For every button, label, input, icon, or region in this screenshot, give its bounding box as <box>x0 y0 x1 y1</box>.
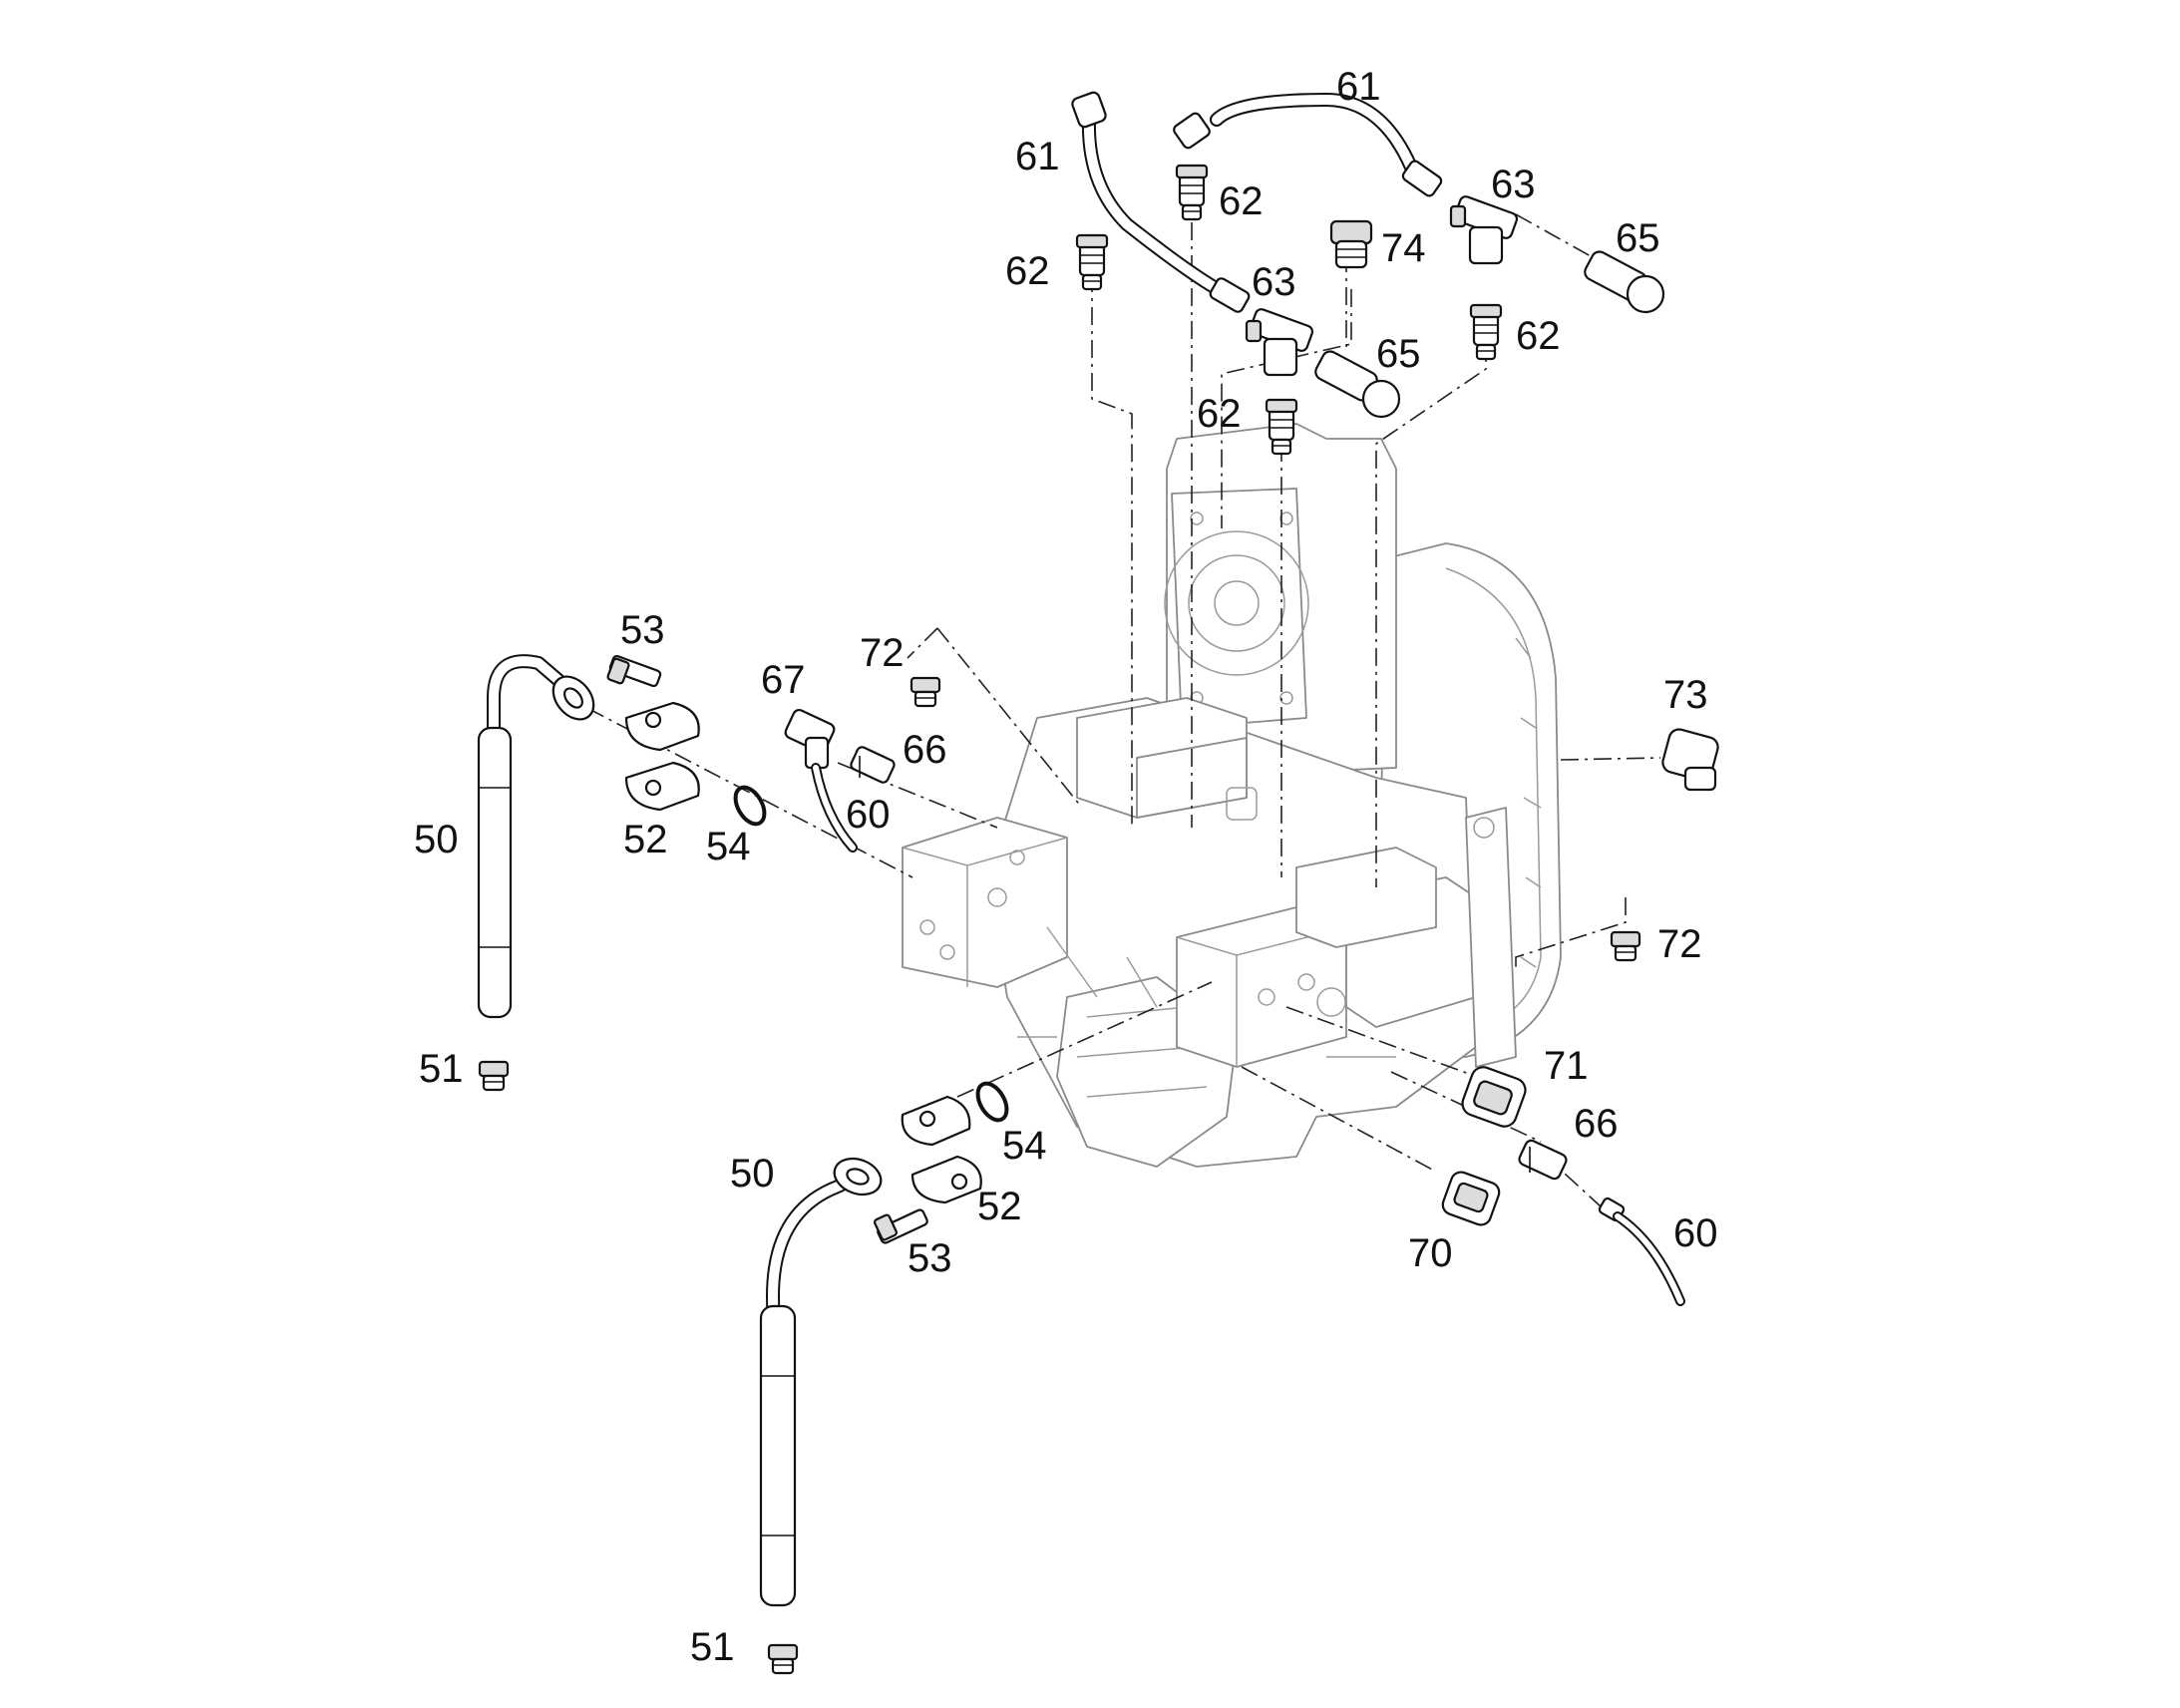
callout-61-left: 61 <box>1015 135 1060 178</box>
tee-63-right <box>1449 195 1519 265</box>
callout-labels: 61 61 62 62 62 62 63 63 65 65 74 53 53 5… <box>414 65 1718 1669</box>
cap-73 <box>1661 728 1719 792</box>
callout-60-right: 60 <box>1673 1211 1718 1255</box>
adapter-66-right <box>1518 1139 1568 1181</box>
clamp-52-lower <box>901 1095 982 1204</box>
callout-72-upper: 72 <box>860 631 905 675</box>
banjo-65-right <box>1584 250 1665 314</box>
callout-62-center: 62 <box>1197 392 1242 436</box>
callout-67: 67 <box>761 658 806 702</box>
callout-51-lower: 51 <box>690 1625 735 1669</box>
callout-65-left: 65 <box>1376 332 1421 376</box>
sensor-cable-60-right <box>1598 1196 1685 1306</box>
callout-50-upper: 50 <box>414 818 459 861</box>
plug-51-upper <box>478 1060 510 1092</box>
callout-62-top: 62 <box>1219 179 1264 223</box>
nipple-62-c <box>1469 303 1503 361</box>
callout-63-left: 63 <box>1252 260 1296 304</box>
callout-51-upper: 51 <box>419 1047 464 1091</box>
transmission-housing <box>902 423 1562 1168</box>
callout-52-upper: 52 <box>623 818 668 861</box>
callout-72-lower: 72 <box>1657 922 1702 966</box>
adapter-70 <box>1441 1171 1501 1226</box>
callout-73: 73 <box>1663 673 1708 717</box>
bolt-53-lower <box>873 1208 928 1244</box>
sensor-cable-60-left <box>811 763 858 853</box>
plug-51-lower <box>767 1643 799 1675</box>
callout-62-left: 62 <box>1005 249 1050 293</box>
hose-61-left <box>1071 91 1251 313</box>
callout-71: 71 <box>1544 1044 1589 1088</box>
callout-54-upper: 54 <box>706 825 751 868</box>
callout-54-lower: 54 <box>1002 1124 1047 1168</box>
o-ring-54-upper <box>733 785 767 827</box>
callout-61-right: 61 <box>1336 65 1381 109</box>
callout-60-left: 60 <box>846 793 891 837</box>
callout-52-lower: 52 <box>977 1185 1022 1228</box>
callout-66-left: 66 <box>903 728 947 772</box>
callout-53-upper: 53 <box>620 608 665 652</box>
hose-61-right <box>1173 93 1443 197</box>
clamp-52-upper <box>624 701 700 812</box>
callout-53-lower: 53 <box>908 1236 952 1280</box>
callout-63-right: 63 <box>1491 163 1536 206</box>
elbow-67 <box>784 708 836 770</box>
adapter-66-left <box>850 746 896 784</box>
plug-74 <box>1329 219 1373 269</box>
callout-50-lower: 50 <box>730 1152 775 1196</box>
tee-63-left <box>1245 308 1314 377</box>
o-ring-54-lower <box>975 1081 1009 1123</box>
callout-74: 74 <box>1381 226 1426 270</box>
pipe-50-upper <box>477 654 595 1019</box>
callout-66-right: 66 <box>1574 1102 1619 1146</box>
bolt-53-upper <box>606 654 662 688</box>
plug-72-upper <box>909 676 941 708</box>
nipple-62-b <box>1175 164 1209 221</box>
banjo-65-left <box>1314 350 1401 419</box>
pipe-50-lower <box>759 1157 883 1607</box>
callout-65-right: 65 <box>1616 216 1660 260</box>
callout-62-right: 62 <box>1516 314 1561 358</box>
adapter-71 <box>1461 1066 1527 1128</box>
plug-72-lower <box>1610 930 1641 962</box>
nipple-62-a <box>1075 233 1109 291</box>
callout-70: 70 <box>1408 1231 1453 1275</box>
